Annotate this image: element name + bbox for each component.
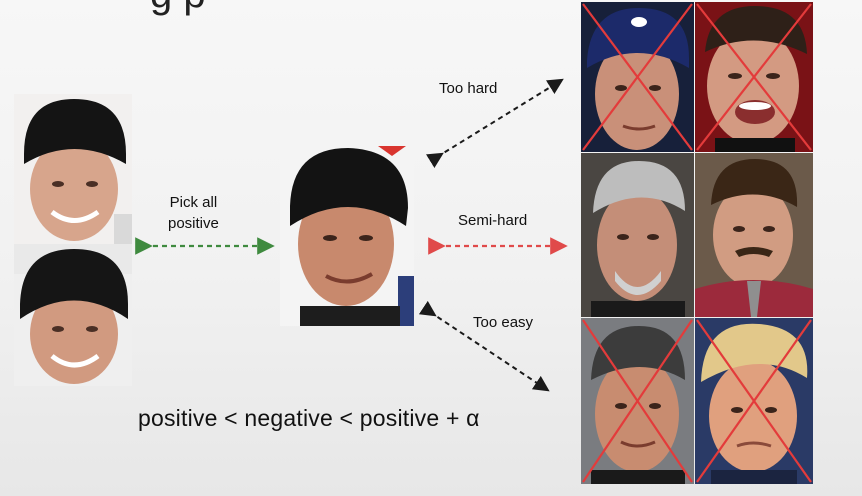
- positive-face-2: [14, 244, 132, 386]
- anchor-face: [280, 146, 414, 326]
- too-hard-label: Too hard: [439, 80, 498, 97]
- negative-face-semi-1: [581, 153, 694, 317]
- negative-face-easy-2: [695, 318, 813, 484]
- negative-face-hard-2: [695, 2, 813, 152]
- negative-face-hard-1: [581, 2, 694, 152]
- slide-title-cropped: g p: [150, 0, 206, 17]
- negative-face-easy-1: [581, 318, 694, 484]
- pick-positive-label: Pick all positive: [168, 194, 219, 232]
- negative-face-semi-2: [695, 153, 813, 317]
- margin-formula: positive < negative < positive + α: [138, 405, 480, 431]
- positive-face-1: [14, 94, 132, 244]
- too-easy-label: Too easy: [473, 314, 534, 331]
- semi-hard-label: Semi-hard: [458, 212, 528, 229]
